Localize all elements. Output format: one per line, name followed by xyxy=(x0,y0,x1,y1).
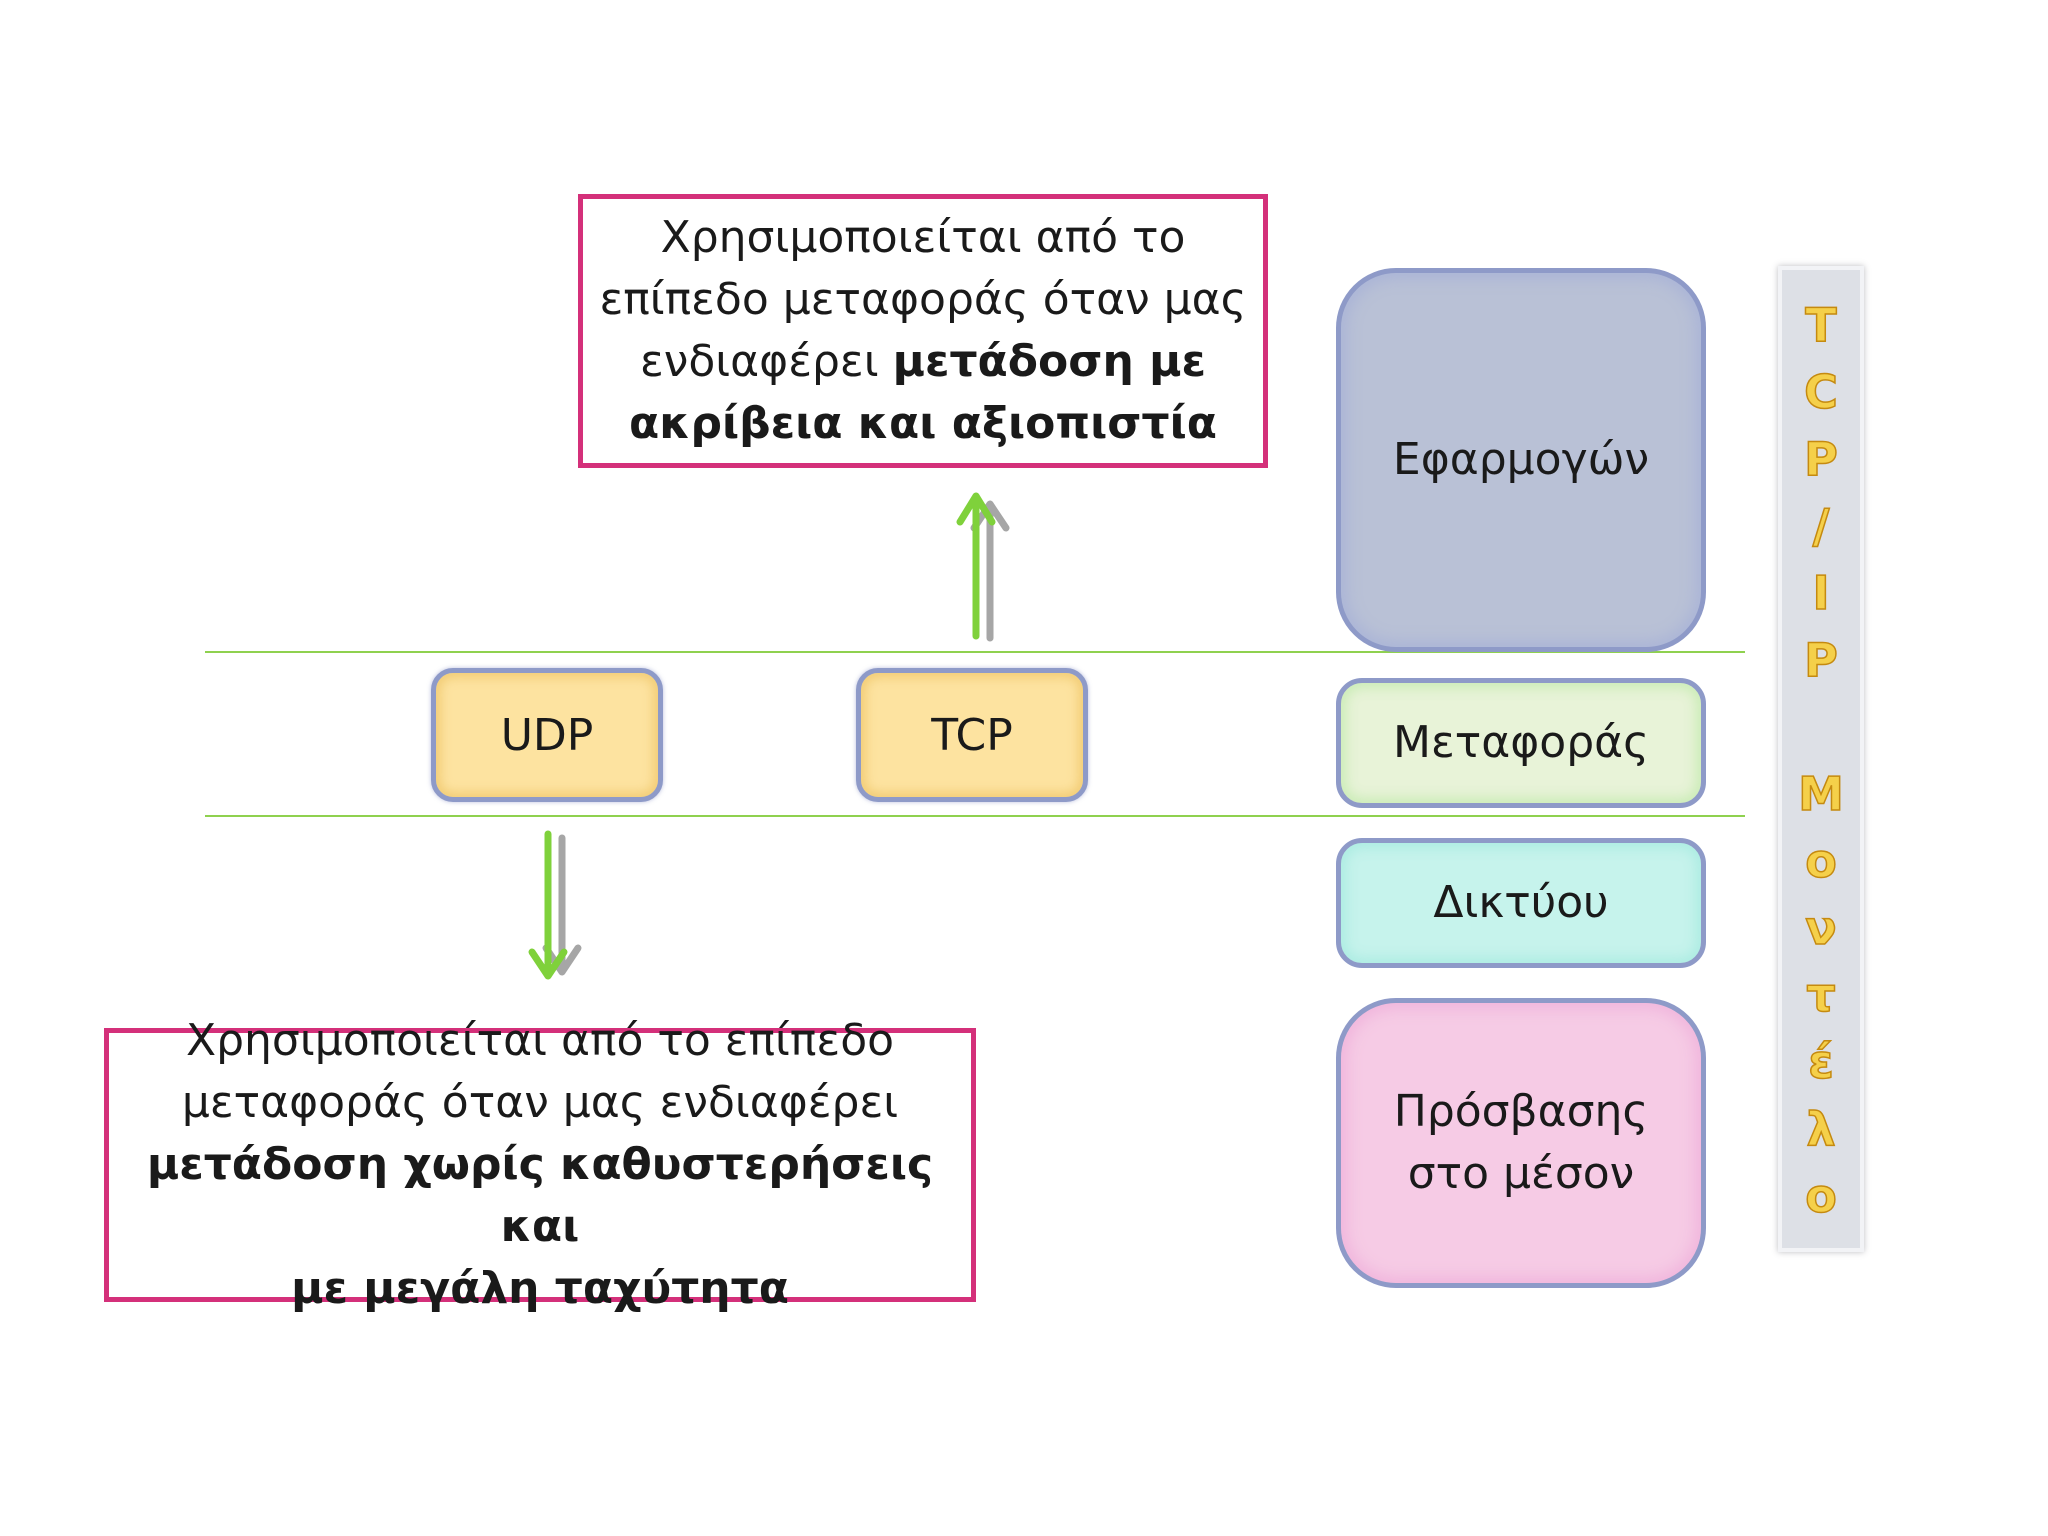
callout-line: ακρίβεια και αξιοπιστία xyxy=(628,398,1218,449)
network-layer-box: Δικτύου xyxy=(1336,838,1706,968)
udp-down-arrow-icon xyxy=(528,830,582,980)
side-label-char: λ xyxy=(1806,1101,1837,1157)
callout-line: με μεγάλη ταχύτητα xyxy=(291,1263,789,1314)
callout-line: μετάδοση χωρίς καθυστερήσεις και xyxy=(146,1139,934,1252)
side-label-char: C xyxy=(1803,364,1838,420)
udp-description-callout: Χρησιμοποιείται από το επίπεδο μεταφοράς… xyxy=(104,1015,976,1314)
callout-line: ενδιαφέρει μετάδοση με xyxy=(640,336,1206,387)
access-layer-box: Πρόσβασης στο μέσον xyxy=(1336,998,1706,1288)
side-label-char: P xyxy=(1803,632,1838,688)
transport-bottom-divider xyxy=(205,815,1745,817)
udp-label: UDP xyxy=(500,709,594,761)
callout-line: μεταφοράς όταν μας ενδιαφέρει xyxy=(181,1077,899,1128)
access-layer-label-line1: Πρόσβασης xyxy=(1393,1086,1649,1137)
side-label-char: / xyxy=(1812,498,1830,554)
application-layer-box: Εφαρμογών xyxy=(1336,268,1706,652)
side-label-char: ο xyxy=(1804,833,1837,889)
transport-layer-label: Μεταφοράς xyxy=(1393,717,1649,768)
callout-line: Χρησιμοποιείται από το επίπεδο xyxy=(185,1015,895,1066)
side-label-char: P xyxy=(1803,431,1838,487)
transport-layer-box: Μεταφοράς xyxy=(1336,678,1706,808)
side-label-char: T xyxy=(1805,297,1838,353)
tcp-ip-model-vertical-label: T C P / I P M ο ν τ έ λ ο xyxy=(1778,266,1864,1252)
callout-line: επίπεδο μεταφοράς όταν μας xyxy=(599,274,1247,325)
side-label-char: τ xyxy=(1806,967,1837,1023)
side-label-char: ο xyxy=(1804,1168,1837,1224)
tcp-label: TCP xyxy=(931,709,1013,761)
tcp-description-callout: Χρησιμοποιείται από το επίπεδο μεταφοράς… xyxy=(578,194,1268,468)
side-label-char: I xyxy=(1812,565,1831,621)
network-layer-label: Δικτύου xyxy=(1433,877,1609,928)
side-label-char: έ xyxy=(1807,1034,1834,1090)
side-label-char: ν xyxy=(1805,900,1838,956)
callout-line: Χρησιμοποιείται από το xyxy=(660,212,1186,263)
transport-top-divider xyxy=(205,651,1745,653)
tcp-up-arrow-icon xyxy=(956,492,1010,642)
udp-box: UDP xyxy=(431,668,663,802)
access-layer-label-line2: στο μέσον xyxy=(1407,1148,1635,1199)
side-label-char: M xyxy=(1797,766,1844,822)
application-layer-label: Εφαρμογών xyxy=(1392,434,1650,485)
tcp-box: TCP xyxy=(856,668,1088,802)
